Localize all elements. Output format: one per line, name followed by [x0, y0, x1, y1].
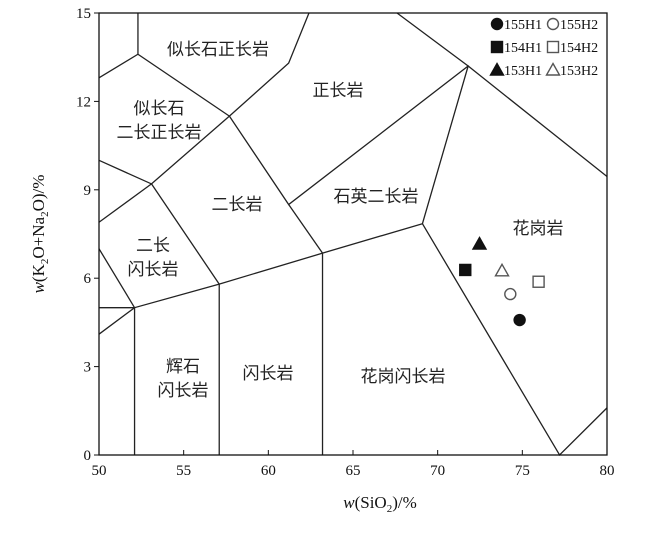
legend-label: 155H2 [560, 18, 598, 33]
legend: 155H1 155H2 154H1 154H2 153H1 153H2 [489, 17, 598, 79]
boundary-line [288, 204, 324, 254]
x-tick-label: 55 [176, 463, 191, 479]
boundary-line [98, 248, 136, 309]
data-points [459, 236, 545, 327]
y-tick-label: 12 [76, 94, 91, 110]
region-label: 二长 [136, 236, 170, 255]
legend-circle-icon [490, 17, 504, 31]
axis-ticks: 50 55 60 65 70 75 80 0 3 6 9 12 15 [76, 6, 615, 479]
y-tick-label: 15 [76, 6, 91, 22]
x-tick-label: 50 [92, 463, 107, 479]
x-tick-label: 70 [430, 463, 445, 479]
legend-circle-icon [546, 17, 560, 31]
y-tick-label: 0 [84, 448, 92, 464]
y-axis-title: w(K2O+Na2O)/% [29, 175, 51, 294]
x-tick-label: 75 [515, 463, 530, 479]
legend-label: 153H1 [504, 64, 542, 79]
data-point-153h1 [471, 236, 488, 250]
boundary-line [150, 183, 220, 285]
region-label: 二长正长岩 [117, 123, 202, 142]
region-label: 正长岩 [313, 81, 364, 100]
x-tick-label: 80 [600, 463, 615, 479]
region-label: 闪长岩 [158, 381, 209, 400]
boundary-line [98, 53, 230, 117]
boundary-line [228, 12, 470, 206]
y-tick-label: 6 [84, 271, 92, 287]
x-tick-label: 60 [261, 463, 276, 479]
legend-label: 155H1 [504, 18, 542, 33]
region-label: 石英二长岩 [334, 187, 419, 206]
boundary-line [228, 12, 310, 117]
legend-square-icon [490, 40, 504, 54]
legend-square-icon [546, 40, 560, 54]
data-point-154h1 [459, 263, 472, 277]
x-tick-label: 65 [346, 463, 361, 479]
y-tick-label: 9 [84, 183, 92, 199]
region-label: 似长石正长岩 [167, 40, 269, 59]
data-point-153h2 [494, 262, 510, 277]
region-label: 辉石 [166, 357, 200, 376]
region-label: 闪长岩 [128, 260, 179, 279]
boundary-line [421, 223, 608, 457]
region-label: 二长岩 [212, 195, 263, 214]
region-labels: 似长石正长岩正长岩似长石二长正长岩二长岩石英二长岩花岗岩二长闪长岩辉石闪长岩闪长… [117, 40, 564, 400]
data-point-155h1 [513, 313, 526, 327]
region-label: 似长石 [134, 99, 185, 118]
legend-triangle-icon [489, 62, 505, 76]
legend-label: 154H2 [560, 41, 598, 56]
y-tick-label: 3 [84, 360, 92, 376]
data-point-154h2 [532, 275, 545, 288]
region-label: 花岗闪长岩 [361, 367, 446, 386]
region-label: 闪长岩 [243, 364, 294, 383]
boundary-lines [98, 12, 608, 457]
region-label: 花岗岩 [513, 219, 564, 238]
data-point-155h2 [504, 287, 517, 301]
legend-triangle-icon [545, 62, 561, 76]
legend-label: 154H1 [504, 41, 542, 56]
legend-label: 153H2 [560, 64, 598, 79]
x-axis-title: w(SiO2)/% [343, 493, 417, 515]
boundary-line [98, 183, 152, 223]
